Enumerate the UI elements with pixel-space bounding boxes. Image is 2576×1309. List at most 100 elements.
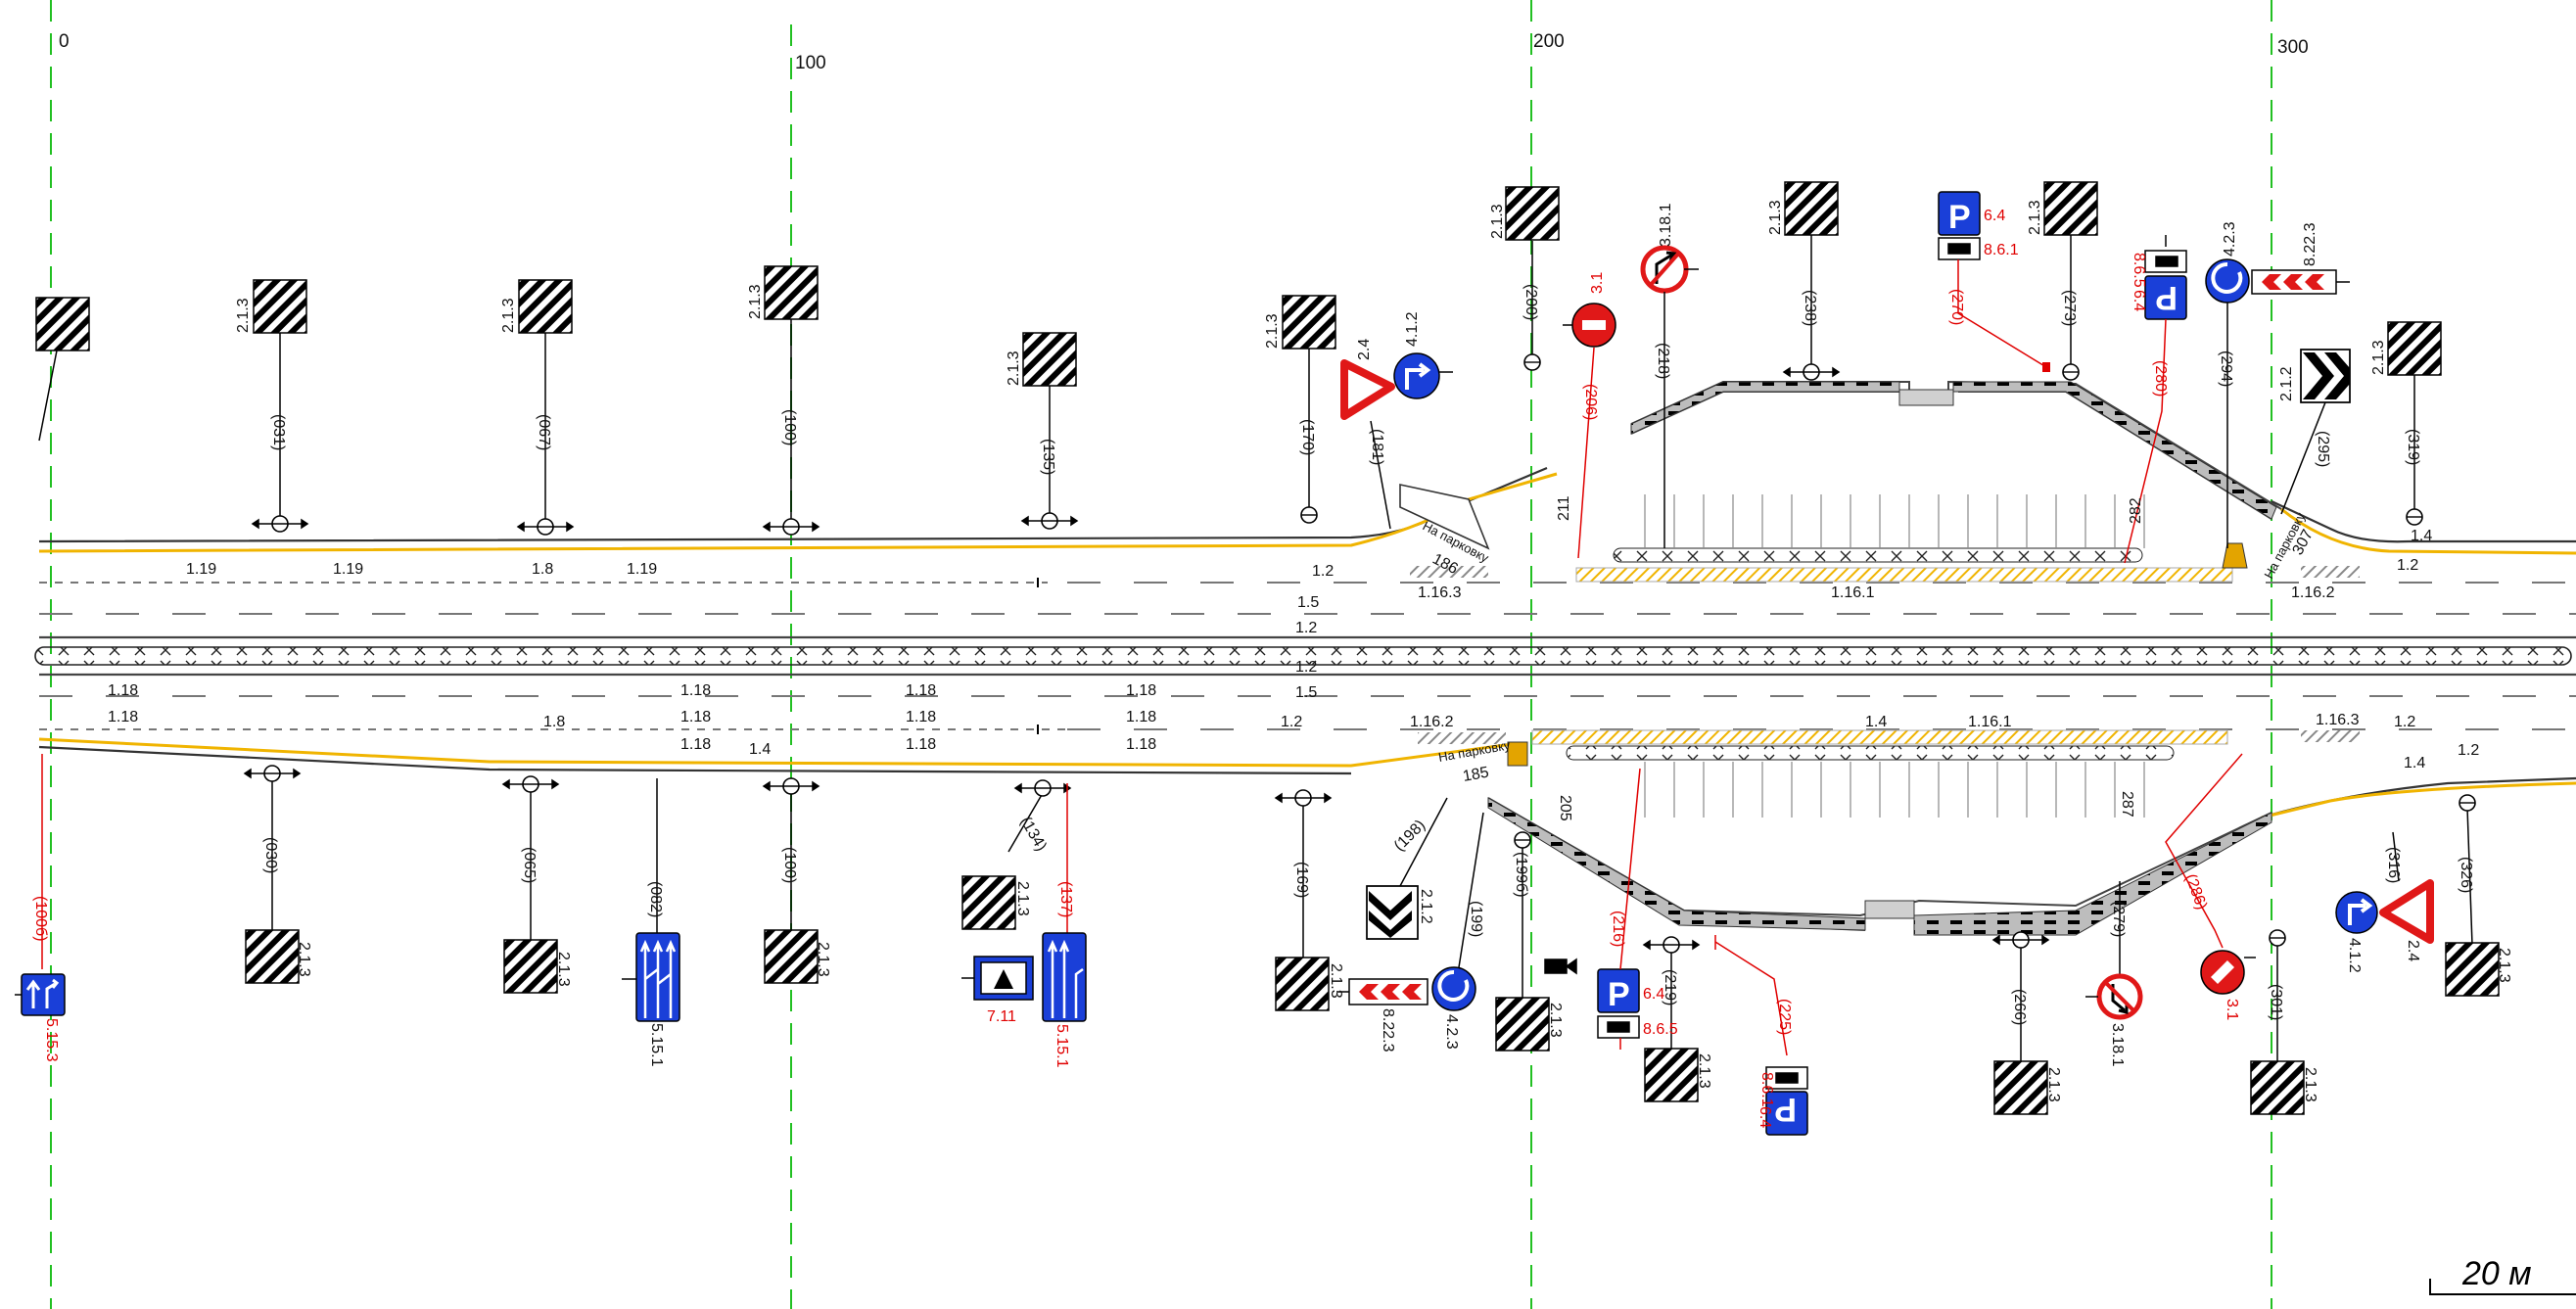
chainage: (316) <box>2385 847 2402 883</box>
sign-code: 6.4 <box>1756 1106 1773 1128</box>
central-barrier <box>34 646 2572 666</box>
marking-label: 1.5 <box>1297 594 1319 611</box>
sign-code: 6.4 <box>1984 208 2005 224</box>
top-parking-area <box>1399 380 2360 583</box>
sign-code: 2.1.3 <box>1767 200 1784 235</box>
sign-code: 2.1.3 <box>2027 200 2043 235</box>
marking-label: 1.16.1 <box>1968 714 2012 730</box>
marking-label: 1.16.3 <box>2316 712 2360 728</box>
sign-code: 4.1.2 <box>2346 938 2363 973</box>
sign-code: 8.6.5 <box>2131 253 2147 288</box>
chainage: (319) <box>2405 429 2421 465</box>
chainage: (100) <box>781 847 798 883</box>
chainage: (295) <box>2315 431 2331 467</box>
chainage: (301) <box>2268 984 2284 1020</box>
marking-label: 1.2 <box>2397 557 2418 574</box>
station-label: 300 <box>2277 37 2309 58</box>
sign-code: 7.11 <box>987 1008 1016 1025</box>
sign-code: 8.6.1 <box>1758 1072 1775 1107</box>
station-label: 200 <box>1533 31 1565 52</box>
sign-code: 8.22.3 <box>2302 222 2318 266</box>
sign-code: 2.1.3 <box>500 298 517 333</box>
station-label: 0 <box>59 31 70 52</box>
sign-code: 3.18.1 <box>2109 1023 2126 1067</box>
marking-label: 1.2 <box>1312 563 1334 580</box>
marking-label: 1.18 <box>680 709 711 725</box>
marking-label: 1.16.1 <box>1831 584 1875 601</box>
marking-label: 1.16.3 <box>1418 584 1462 601</box>
marking-label: 1.4 <box>1865 714 1887 730</box>
svg-text:P: P <box>2155 279 2178 316</box>
sign-code: 2.1.3 <box>2496 948 2512 983</box>
station-label: 100 <box>795 53 826 73</box>
marking-label: 1.18 <box>680 736 711 753</box>
sign-code: 4.1.2 <box>1404 311 1421 347</box>
marking-label: 1.8 <box>543 714 565 730</box>
chainage: (067) <box>536 414 552 450</box>
marking-label: 1.5 <box>1295 684 1317 701</box>
chainage: (181) <box>1369 429 1385 465</box>
marking-labels: 1.19 1.19 1.8 1.19 1.2 1.16.3 1.16.1 1.1… <box>108 528 2479 771</box>
chainage: (270) <box>1948 289 1965 325</box>
sign-code: 6.4 <box>2131 290 2147 311</box>
marking-label: 1.18 <box>906 736 936 753</box>
chainage: (134) <box>1017 815 1050 855</box>
sign-code: 2.1.3 <box>2045 1067 2062 1102</box>
marking-label: 1.19 <box>627 561 657 578</box>
sign-code: 2.1.3 <box>296 942 312 977</box>
chainage: (030) <box>262 837 279 873</box>
bottom-sign-labels: 5.15.3 2.1.3 2.1.3 5.15.1 2.1.3 2.1.3 7.… <box>32 737 2512 1128</box>
chainage: (218) <box>1655 343 1671 379</box>
top-signs: P P <box>35 181 2442 564</box>
svg-text:P: P <box>1774 1091 1797 1128</box>
marking-label: 1.2 <box>1295 620 1317 636</box>
chainage: (326) <box>2458 857 2474 893</box>
scale-bar-label: 20 м <box>2461 1255 2532 1292</box>
sign-code: 3.1 <box>1589 272 1606 294</box>
chainage: (273) <box>2061 290 2078 326</box>
marking-label: 1.2 <box>1281 714 1302 730</box>
chainage: (198) <box>1391 817 1429 854</box>
chainage: (219) <box>1662 969 1678 1005</box>
section-number: 282 <box>2128 497 2144 524</box>
sign-code: 2.1.3 <box>2370 340 2387 375</box>
section-number: 211 <box>1556 495 1572 521</box>
sign-code: 2.1.3 <box>815 942 831 977</box>
marking-label: 1.4 <box>749 741 771 758</box>
sign-code: 2.1.3 <box>1014 881 1031 916</box>
sign-code: 8.6.5 <box>1643 1021 1678 1038</box>
chainage: (294) <box>2218 351 2234 387</box>
sign-code: 2.1.2 <box>2278 366 2295 401</box>
sign-code: 2.1.3 <box>1489 204 1506 239</box>
sign-code: 2.1.3 <box>1696 1053 1712 1089</box>
marking-label: 1.4 <box>2411 528 2432 544</box>
marking-label: 1.2 <box>2458 742 2479 759</box>
section-number: 287 <box>2119 791 2135 818</box>
section-number: 185 <box>1462 765 1490 785</box>
sign-code: 8.22.3 <box>1380 1008 1396 1052</box>
marking-label: 1.18 <box>108 709 138 725</box>
sign-code: 3.18.1 <box>1658 203 1674 247</box>
sign-code: 2.1.3 <box>1547 1003 1564 1038</box>
chainage: (135) <box>1040 439 1056 475</box>
marking-label: 1.18 <box>108 682 138 699</box>
bottom-signs: P P <box>15 753 2500 1136</box>
marking-label: 1.18 <box>680 682 711 699</box>
marking-label: 1.4 <box>2404 755 2425 771</box>
chainage: (031) <box>270 414 287 450</box>
sign-code: 2.1.3 <box>1328 963 1344 999</box>
chainage: (238) <box>1802 290 1818 326</box>
chainage: (065) <box>521 847 538 883</box>
chainage: (082) <box>647 881 664 917</box>
chainage: (170) <box>1299 419 1316 455</box>
marking-label: 1.16.2 <box>2291 584 2335 601</box>
chainage: (225) <box>1776 999 1793 1035</box>
marking-label: 1.2 <box>1295 659 1317 676</box>
section-number: 205 <box>1557 795 1573 821</box>
chainage: (206) <box>1582 384 1599 420</box>
chainage: (137) <box>1057 881 1074 917</box>
marking-label: 1.2 <box>2394 714 2415 730</box>
lane-lines <box>39 578 2576 734</box>
sign-code: 2.1.3 <box>747 284 764 319</box>
